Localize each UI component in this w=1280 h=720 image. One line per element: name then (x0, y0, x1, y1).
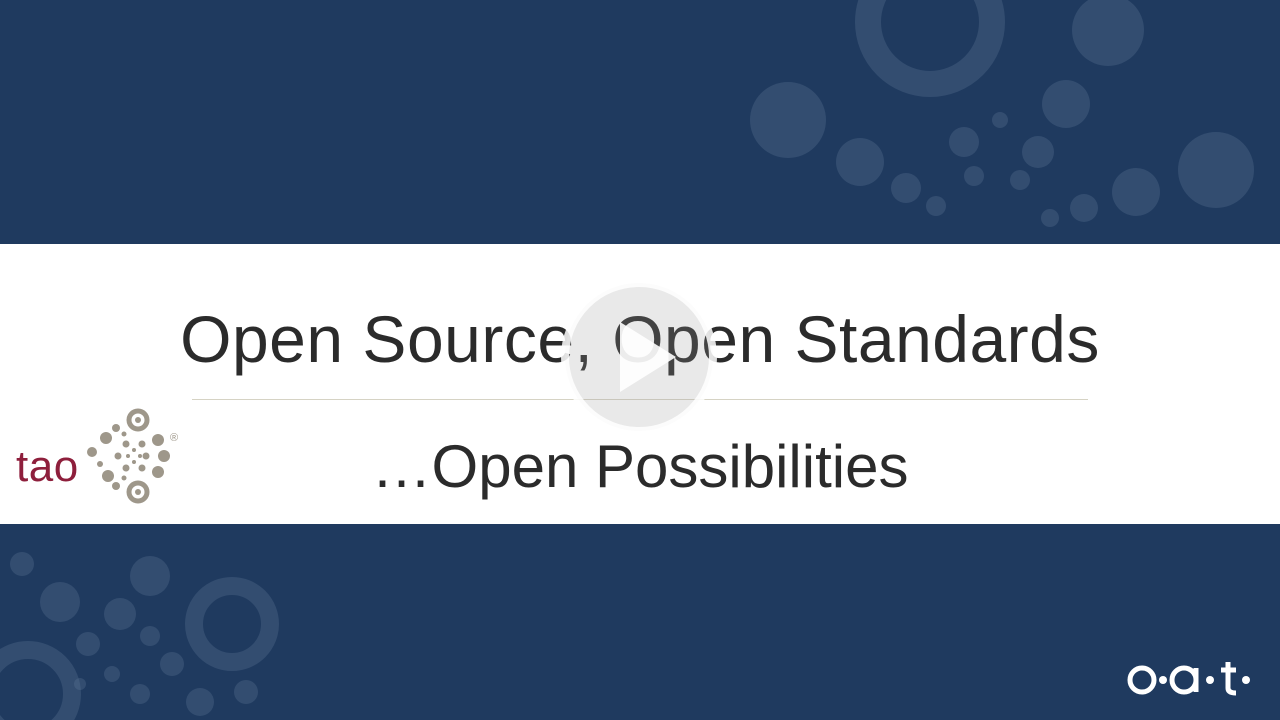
title-strip (0, 244, 1280, 524)
top-banner (0, 0, 1280, 244)
tao-dots-icon (87, 408, 170, 504)
title-divider (192, 399, 1088, 400)
play-icon[interactable] (558, 276, 720, 438)
tao-registered-mark: ® (170, 432, 179, 444)
tao-logo-word: tao (16, 442, 79, 491)
oat-logo-icon (1127, 662, 1250, 696)
bottom-banner (0, 524, 1280, 720)
decorative-circles-bottom (0, 552, 279, 720)
slide-subtitle: …Open Possibilities (371, 433, 909, 500)
decorative-circles-top (750, 0, 1254, 227)
